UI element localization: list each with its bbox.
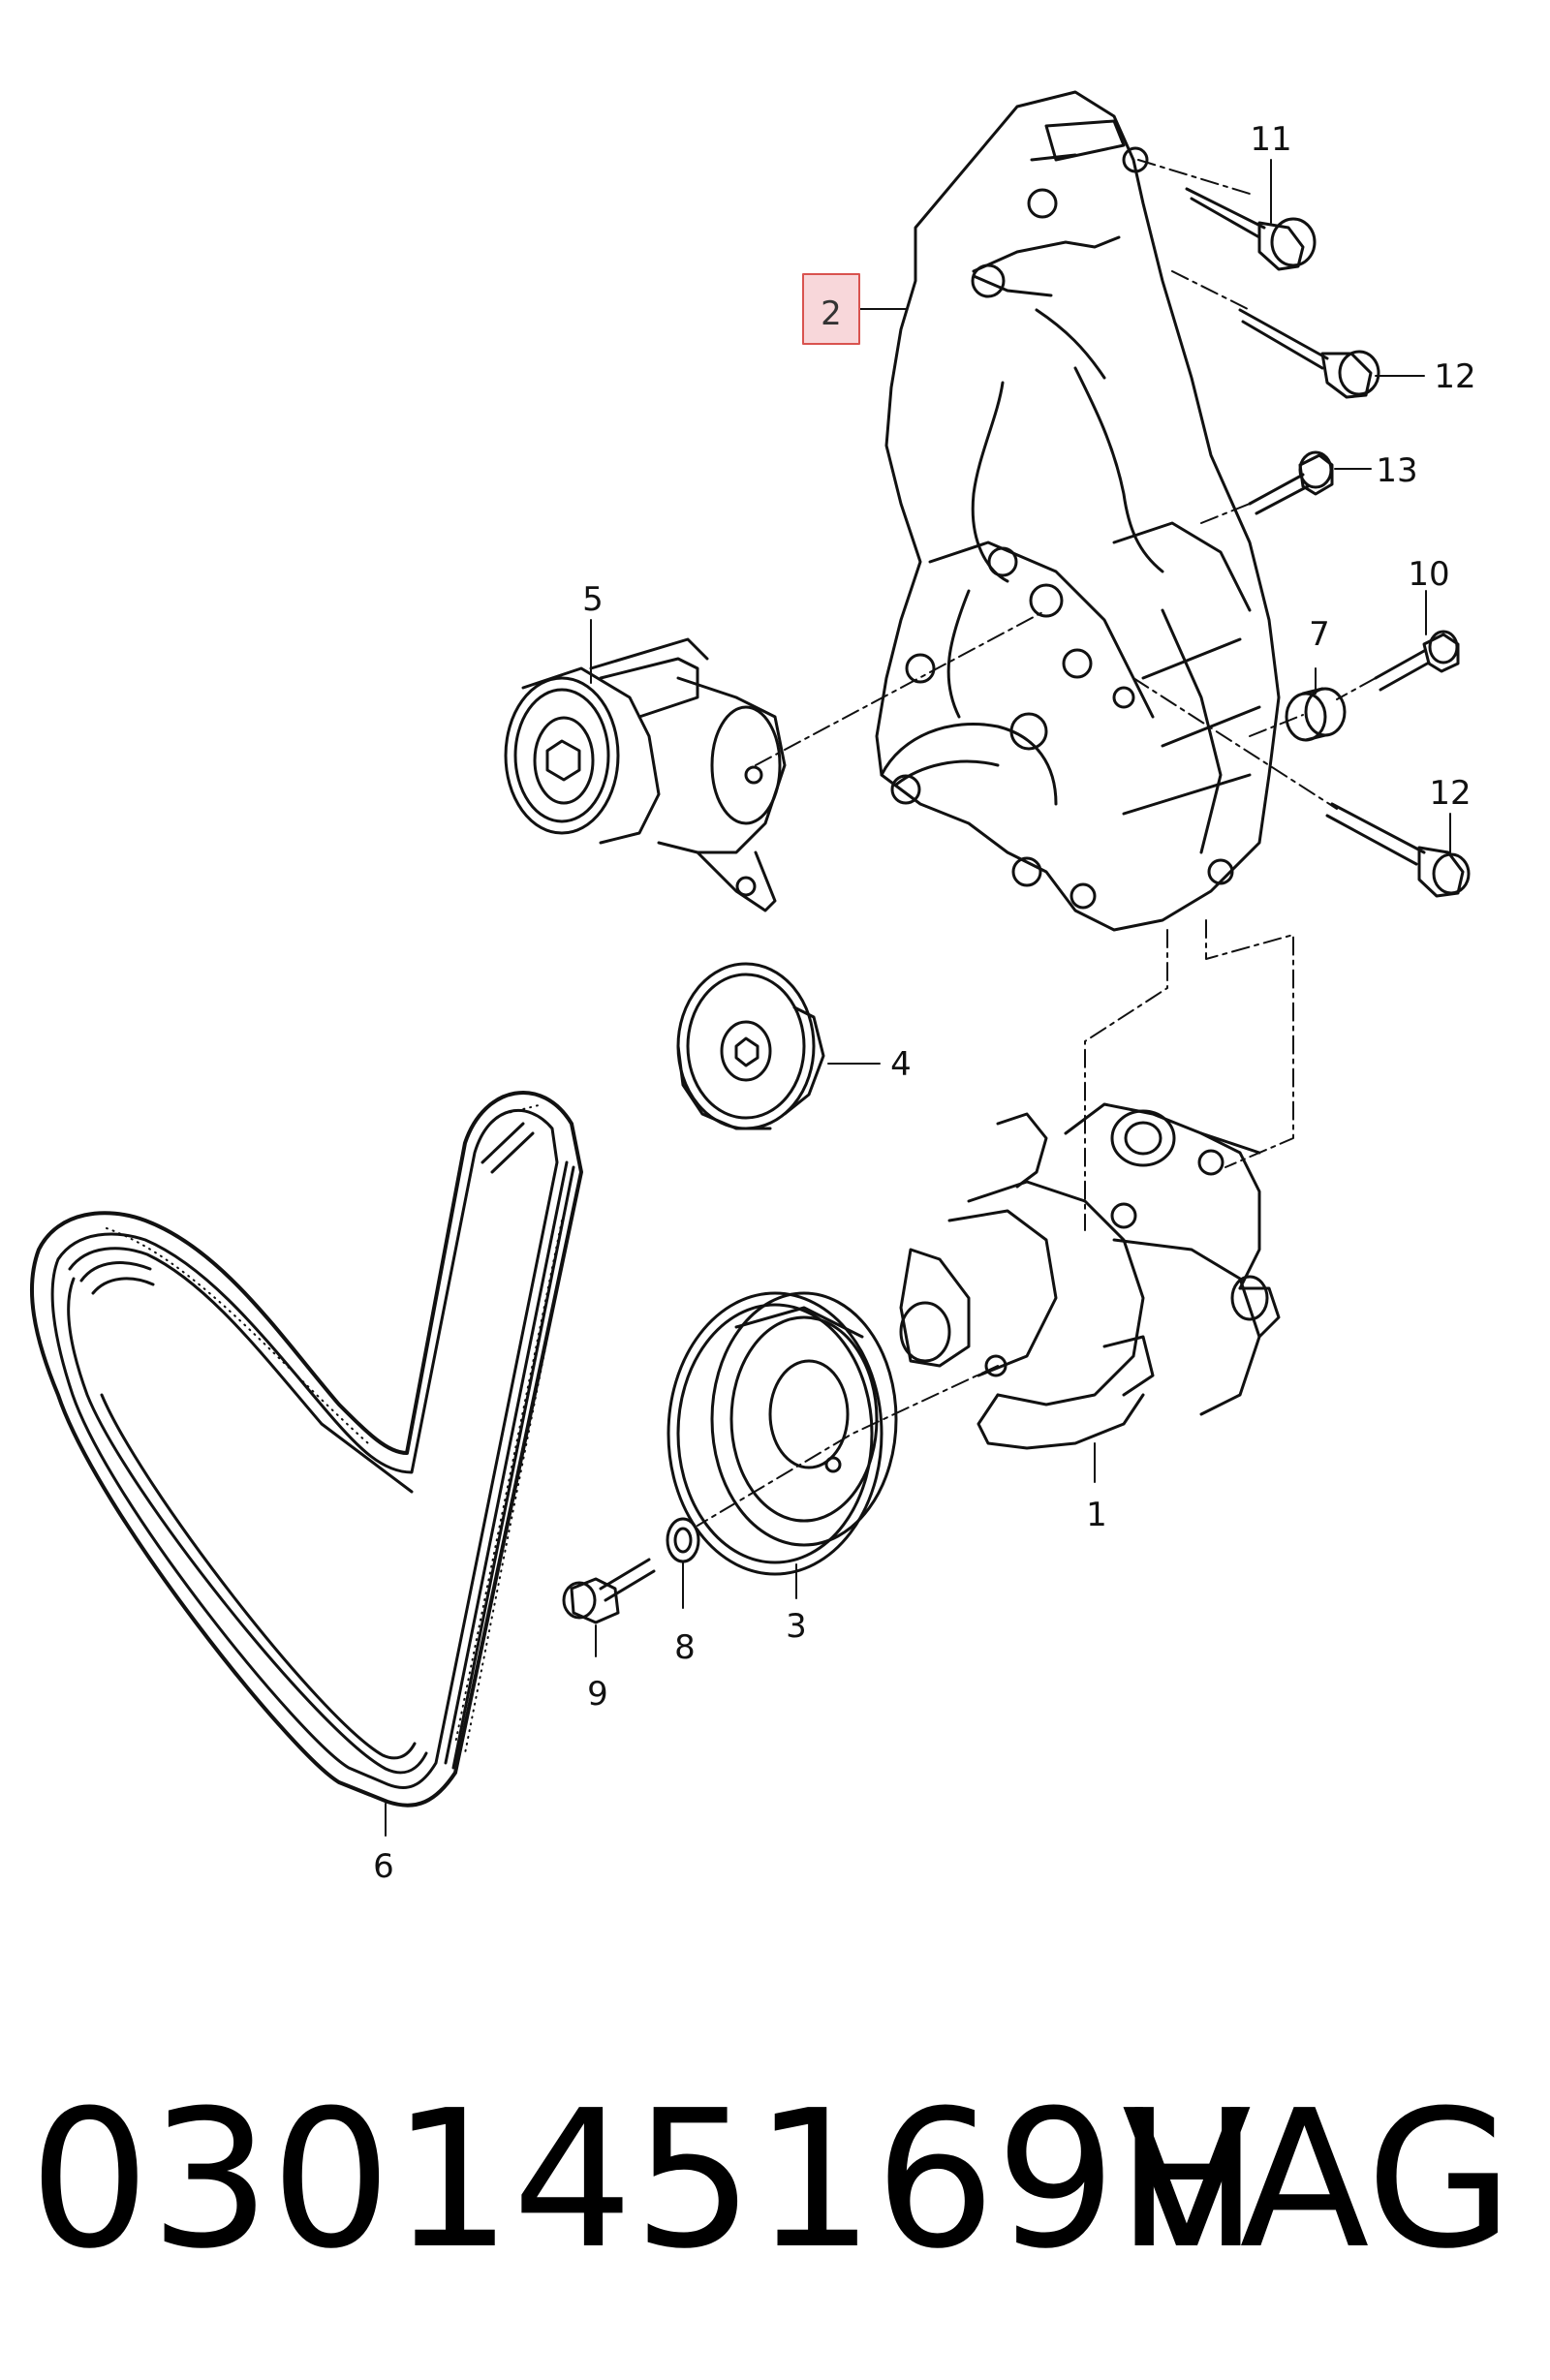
pump-pulley	[666, 1291, 898, 1576]
idler-pulley	[676, 962, 825, 1130]
bolt-10	[1374, 630, 1460, 692]
assembly-lines	[697, 159, 1377, 1527]
callout-12-upper: 12	[1434, 357, 1475, 396]
callout-10: 10	[1408, 555, 1449, 594]
spacer-7	[1285, 687, 1347, 742]
belt-tensioner	[504, 637, 787, 912]
callout-13: 13	[1376, 451, 1417, 490]
belt-texture	[106, 1103, 577, 1754]
highlight-box-part-2	[802, 273, 860, 345]
footer: 030145169H VAG	[29, 2070, 1513, 2291]
callout-2: 2	[821, 294, 842, 333]
washer-8	[666, 1517, 700, 1563]
callout-5: 5	[582, 580, 604, 619]
bolt-12-lower	[1325, 802, 1471, 898]
callout-8: 8	[674, 1628, 696, 1667]
callout-6: 6	[373, 1847, 394, 1886]
callout-4: 4	[890, 1045, 912, 1084]
callout-9: 9	[587, 1675, 608, 1714]
callout-3: 3	[786, 1607, 807, 1646]
bolt-9	[562, 1558, 656, 1624]
part-number: 030145169H	[29, 2070, 1259, 2291]
callout-7: 7	[1309, 615, 1330, 654]
callout-1: 1	[1086, 1496, 1107, 1534]
bolt-11	[1185, 187, 1317, 271]
leader-lines	[385, 159, 1451, 1837]
bolt-13	[1248, 450, 1334, 515]
mounting-bracket	[875, 90, 1281, 932]
power-steering-pump	[899, 1102, 1281, 1450]
callout-11: 11	[1250, 120, 1291, 159]
poly-v-belt	[29, 1090, 583, 1808]
callout-12-lower: 12	[1429, 774, 1471, 813]
bolt-12-upper	[1238, 308, 1380, 399]
brand-name: VAG	[1122, 2070, 1513, 2291]
